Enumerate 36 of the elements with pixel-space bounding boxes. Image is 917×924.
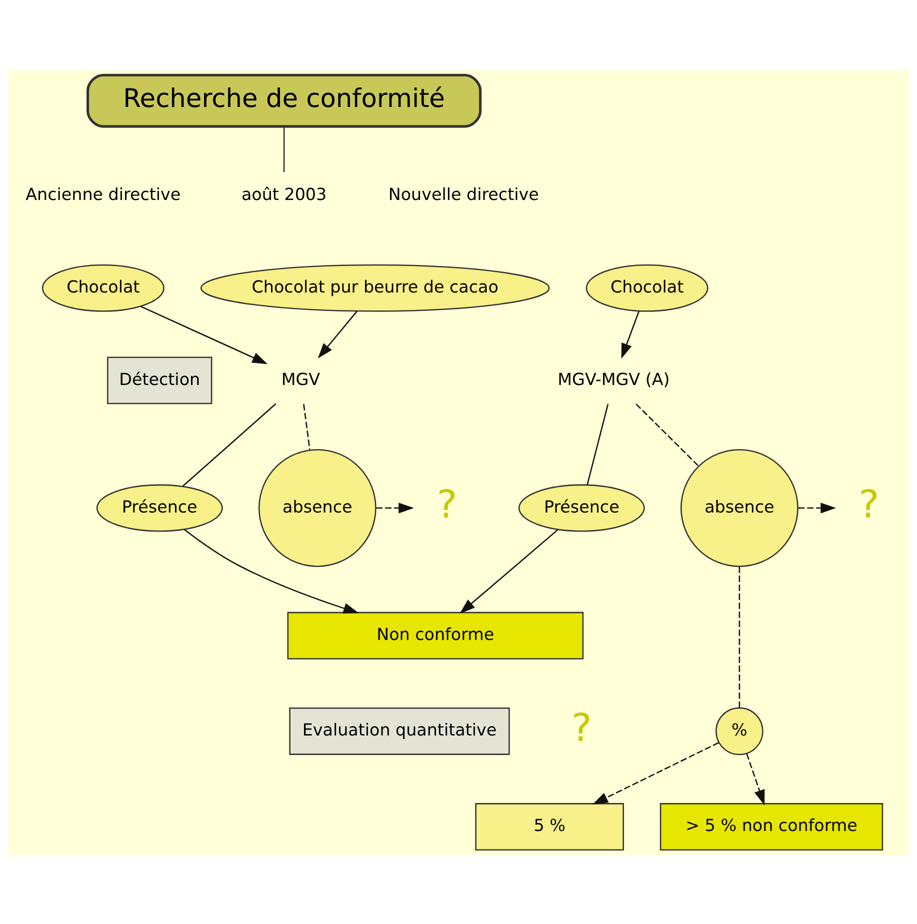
connector: [636, 403, 699, 466]
node-box: Evaluation quantitative: [289, 706, 510, 754]
node-text: ?: [858, 482, 880, 528]
arrow: [746, 752, 765, 805]
arrow: [318, 310, 358, 358]
arrow: [592, 742, 720, 804]
node-circle: %: [716, 706, 764, 755]
node-box: Non conforme: [287, 611, 584, 659]
arrow: [376, 502, 414, 513]
node-box: Recherche de conformité: [86, 73, 482, 128]
label: ?: [571, 705, 592, 750]
node-box: > 5 % non conforme: [660, 802, 884, 850]
arrow: [460, 528, 558, 614]
connector: [738, 566, 740, 707]
node-text: ?: [436, 482, 458, 528]
node-circle: absence: [258, 448, 376, 566]
node-ellipse: Chocolat: [586, 264, 708, 312]
label: août 2003: [241, 184, 327, 204]
node-box: Détection: [107, 356, 212, 404]
connector: [586, 403, 609, 485]
node-ellipse: Chocolat: [42, 264, 164, 312]
arrow: [184, 528, 359, 614]
node-text: MGV: [281, 369, 320, 388]
arrow: [621, 310, 640, 358]
arrow: [798, 502, 836, 513]
node-circle: absence: [680, 448, 798, 566]
node-ellipse: Présence: [518, 484, 645, 532]
connector: [182, 402, 276, 486]
node-ellipse: Chocolat pur beurre de cacao: [200, 264, 550, 312]
node-ellipse: Présence: [96, 484, 223, 532]
node-box: 5 %: [475, 802, 624, 850]
connector: [303, 403, 310, 450]
node-text: MGV-MGV (A): [558, 369, 670, 388]
label: Ancienne directive: [26, 184, 181, 204]
arrow: [140, 305, 268, 364]
label: Nouvelle directive: [388, 184, 539, 204]
